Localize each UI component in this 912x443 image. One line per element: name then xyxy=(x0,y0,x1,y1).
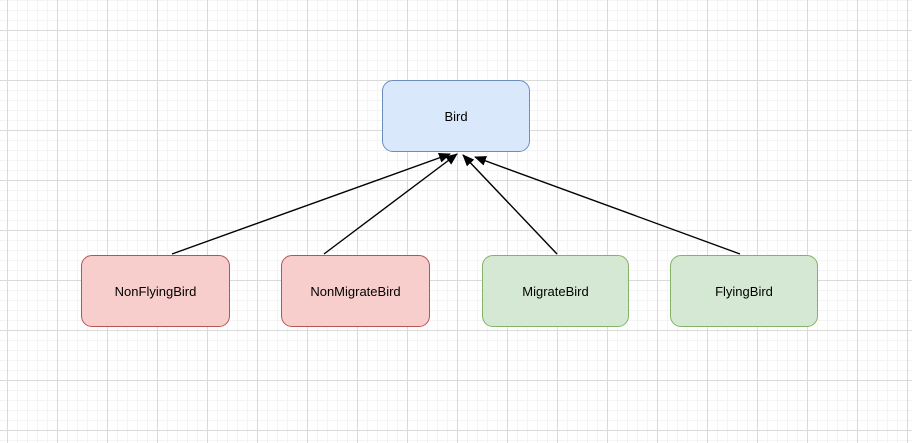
node-nonflyingbird-label: NonFlyingBird xyxy=(114,283,197,299)
node-migratebird-label: MigrateBird xyxy=(522,283,589,299)
node-nonflyingbird[interactable]: NonFlyingBird xyxy=(81,255,230,327)
edge-nonflyingbird-to-bird[interactable] xyxy=(171,153,451,255)
edge-flyingbird-to-bird[interactable] xyxy=(474,156,741,255)
node-nonmigratebird[interactable]: NonMigrateBird xyxy=(281,255,430,327)
node-nonmigratebird-label: NonMigrateBird xyxy=(310,283,401,299)
node-bird[interactable]: Bird xyxy=(382,80,530,152)
node-flyingbird-label: FlyingBird xyxy=(715,283,773,299)
node-migratebird[interactable]: MigrateBird xyxy=(482,255,629,327)
node-flyingbird[interactable]: FlyingBird xyxy=(670,255,818,327)
node-bird-label: Bird xyxy=(444,108,468,124)
edge-migratebird-to-bird[interactable] xyxy=(462,154,558,255)
edge-nonmigratebird-to-bird[interactable] xyxy=(323,153,458,255)
